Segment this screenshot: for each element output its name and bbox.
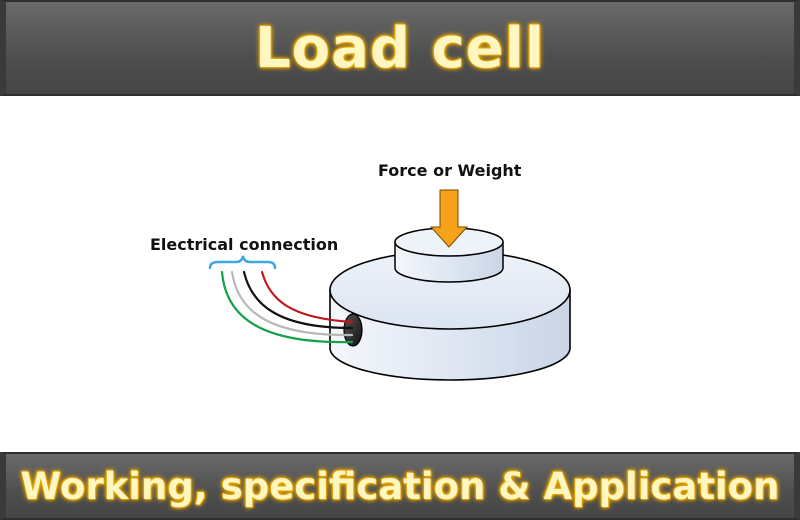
connection-label: Electrical connection: [150, 235, 339, 254]
load-button: [394, 227, 504, 283]
connection-bracket-icon: [208, 255, 277, 270]
wire-white: [230, 270, 354, 337]
slide-title: Load cell: [254, 15, 546, 81]
slide-subtitle: Working, specification & Application: [20, 464, 780, 508]
wire-red: [260, 270, 354, 324]
wire-green: [220, 270, 354, 344]
electrical-wires: [220, 270, 354, 344]
title-banner: Load cell: [0, 0, 800, 96]
force-label: Force or Weight: [378, 161, 522, 180]
wire-black: [242, 270, 354, 330]
subtitle-banner: Working, specification & Application: [0, 452, 800, 520]
force-arrow-icon: [429, 189, 469, 248]
